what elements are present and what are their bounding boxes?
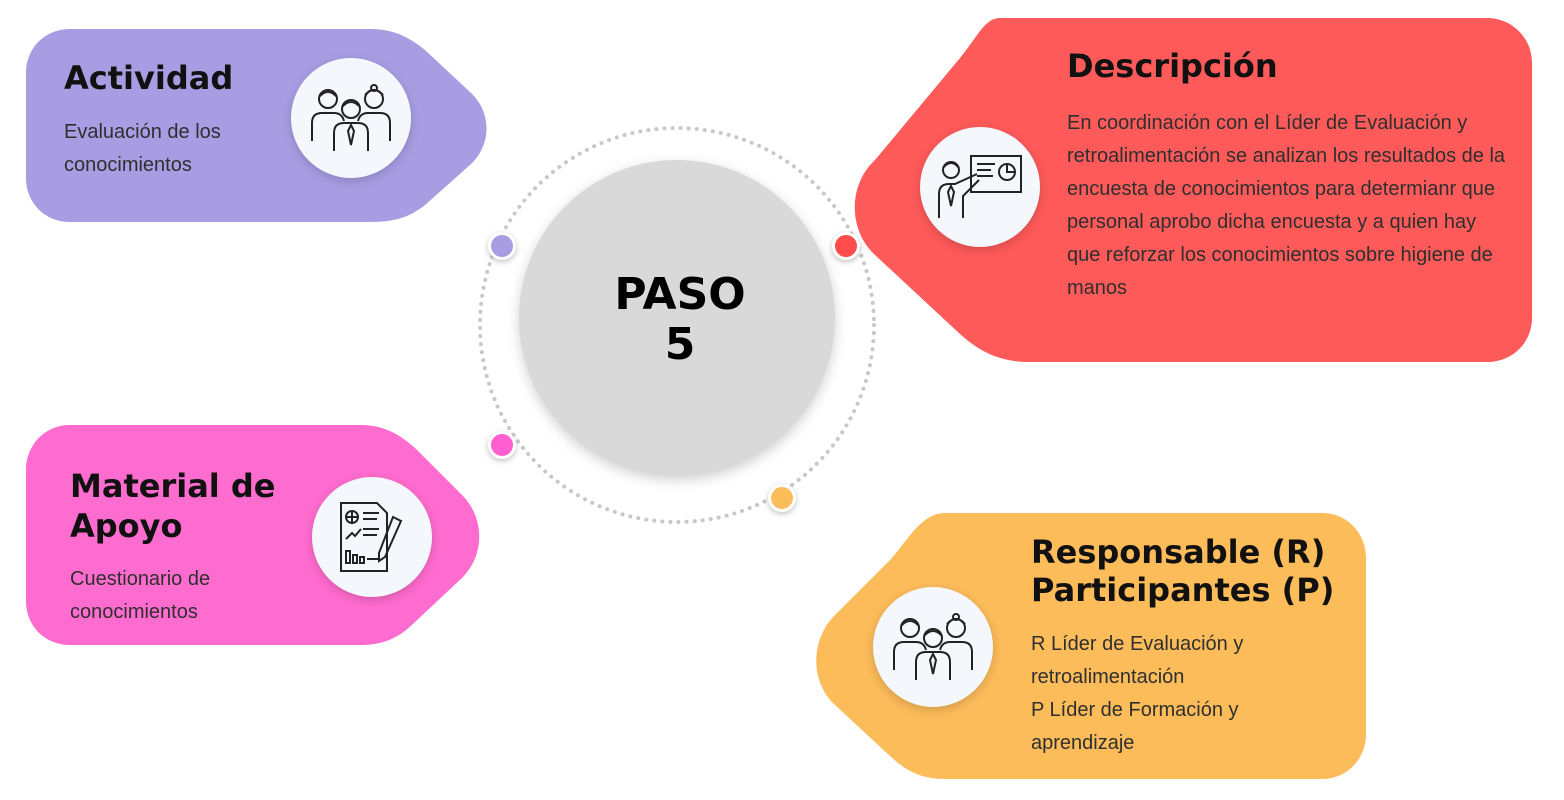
dotted-ring <box>478 126 876 524</box>
report-document-icon <box>340 502 403 572</box>
responsible-line1: R Líder de Evaluación y retroalimentació… <box>1031 633 1244 688</box>
step-label: PASO 5 <box>520 270 840 370</box>
description-title: Descripción <box>1067 47 1278 85</box>
description-text: En coordinación con el Líder de Evaluaci… <box>1067 112 1506 299</box>
material-title-line1: Material de <box>70 467 276 505</box>
responsible-text: R Líder de Evaluación y retroalimentació… <box>1031 628 1321 760</box>
activity-title: Actividad <box>64 59 234 97</box>
step-word: PASO <box>614 269 746 320</box>
dot-red <box>832 232 860 260</box>
responsible-title-line2: Participantes (P) <box>1031 571 1335 609</box>
responsible-line2: P Líder de Formación y aprendizaje <box>1031 699 1239 754</box>
responsible-title-line1: Responsable (R) <box>1031 533 1326 571</box>
dot-orange <box>768 484 796 512</box>
responsible-shape <box>816 513 1366 779</box>
description-shape <box>854 18 1532 362</box>
description-icon-circle <box>920 127 1040 247</box>
people-group-icon <box>311 84 391 151</box>
material-text: Cuestionario de conocimientos <box>70 568 211 623</box>
responsible-icon-circle <box>873 587 993 707</box>
material-title-line2: Apoyo <box>70 507 183 545</box>
responsible-title: Responsable (R) Participantes (P) <box>1031 533 1334 609</box>
step-number: 5 <box>664 319 696 370</box>
activity-text: Evaluación de los conocimientos <box>64 121 221 176</box>
center-disc <box>519 160 835 476</box>
activity-icon-circle <box>291 58 411 178</box>
material-title: Material de Apoyo <box>70 466 276 546</box>
material-icon-circle <box>312 477 432 597</box>
dot-purple <box>488 232 516 260</box>
presentation-icon <box>938 155 1022 218</box>
people-group-icon <box>893 613 973 680</box>
dot-pink <box>488 431 516 459</box>
